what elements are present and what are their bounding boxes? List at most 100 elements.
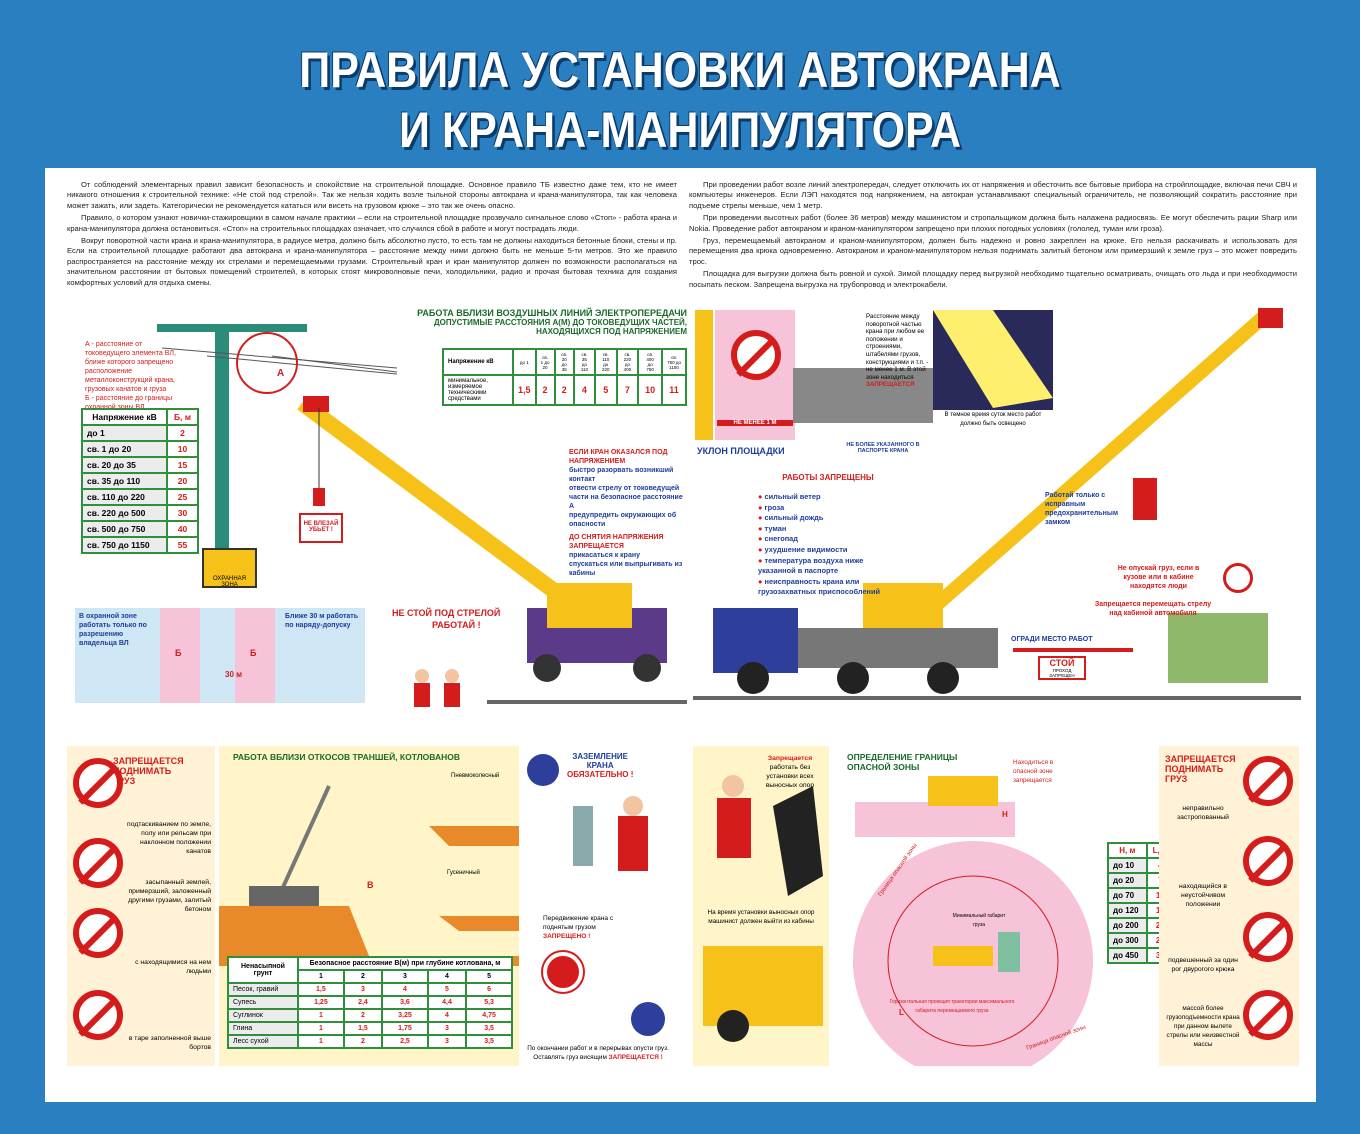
end-note: По окончании работ и в перерывах опусти … xyxy=(527,1044,669,1062)
supports-forbid: Запрещается xyxy=(767,755,813,762)
voltage-cell: св. 500 до 750 xyxy=(80,520,169,538)
lift-title-1: ЗАПРЕЩАЕТСЯ xyxy=(113,756,184,766)
powerline-header-1: РАБОТА ВБЛИЗИ ВОЗДУШНЫХ ЛИНИЙ ЭЛЕКТРОПЕР… xyxy=(417,308,687,318)
protect-left-note: В охранной зоне работать только по разре… xyxy=(79,613,147,647)
rotation-note: Расстояние между поворотной частью крана… xyxy=(866,313,936,389)
lift-title-3: ГРУЗ xyxy=(1165,774,1188,784)
voltage-cell: св. 35 до 110 xyxy=(80,472,169,490)
table-cell: 5,3 xyxy=(465,995,513,1010)
pneu-label: Пневмоколесный xyxy=(451,773,500,779)
voltage-cell: св. 20 до 35 xyxy=(80,456,169,474)
no-move-icon xyxy=(543,952,583,992)
powerline-section: А - расстояние от токоведущего элемента … xyxy=(67,308,689,728)
slopes-title: РАБОТА ВБЛИЗИ ОТКОСОВ ТРАНШЕЙ, КОТЛОВАНО… xyxy=(233,752,461,762)
table-cell: 5 xyxy=(593,374,618,406)
table-header: 4 xyxy=(426,969,468,984)
poster-board: От соблюдений элементарных правил зависи… xyxy=(45,168,1316,1102)
list-item: ● ухудшение видимости xyxy=(758,545,888,556)
bullet-icon: ● xyxy=(758,502,765,512)
intro-left: От соблюдений элементарных правил зависи… xyxy=(67,180,677,290)
crane-cabin xyxy=(863,583,943,628)
height-cell: до 200 xyxy=(1107,917,1148,934)
powerline-header-3: НАХОДЯЩИХСЯ ПОД НАПРЯЖЕНИЕМ xyxy=(536,327,687,336)
table-cell: 3 xyxy=(426,1021,468,1036)
crane-boom xyxy=(277,785,331,897)
worker-body xyxy=(414,683,430,707)
distance-cell: 15 xyxy=(166,456,199,474)
crane-boom xyxy=(297,396,582,615)
bullet-icon: ● xyxy=(758,555,765,565)
powerline-illustration xyxy=(157,324,687,707)
ground-rod xyxy=(573,806,593,866)
mark-a: А xyxy=(277,368,285,379)
voltage-cell: св. 220 до 500 xyxy=(80,504,169,522)
stop-text: СТОЙ xyxy=(1049,658,1075,668)
lift-title-3: ГРУЗ xyxy=(113,776,136,786)
lift-item: неправильно застропованный xyxy=(1177,805,1229,821)
distance-cell: 20 xyxy=(166,472,199,490)
arrow-down-icon xyxy=(1223,563,1253,593)
grounding-section: ЗАЗЕМЛЕНИЕ КРАНА ОБЯЗАТЕЛЬНО ! Передвиже… xyxy=(523,746,673,1066)
wheel xyxy=(717,1010,749,1042)
protection-zone-sign: ОХРАННАЯ ЗОНА xyxy=(202,548,257,588)
worker-body xyxy=(717,798,751,858)
if-title: ЕСЛИ КРАН ОКАЗАЛСЯ ПОД НАПРЯЖЕНИЕМ xyxy=(569,449,668,465)
outrigger xyxy=(773,786,823,896)
work-label: РАБОТАЙ ! xyxy=(432,620,481,630)
table-row: до 12015 xyxy=(1107,902,1176,919)
crane-hook xyxy=(1133,478,1157,520)
wall xyxy=(695,310,713,440)
lift-item: подтаскиванием по земле, полу или рельса… xyxy=(127,821,211,855)
trench-ground xyxy=(219,906,519,966)
height-cell: до 450 xyxy=(1107,947,1148,964)
forbid-overweight-icon xyxy=(1243,990,1293,1040)
table-cell: 6 xyxy=(465,982,513,997)
no-lower-note: Не опускай груз, если в кузове или в каб… xyxy=(1117,565,1200,590)
supports-note: Запрещается работать без установки всех … xyxy=(753,754,827,790)
voltage-cell: до 1 xyxy=(80,424,169,442)
worker-head xyxy=(722,775,744,797)
list-item-label: ухудшение видимости xyxy=(764,544,848,554)
supports-illustration xyxy=(703,775,823,1042)
powerline-header-2: ДОПУСТИМЫЕ РАССТОЯНИЯ А(м) ДО ТОКОВЕДУЩИ… xyxy=(433,318,687,327)
crane-cab xyxy=(703,946,823,1026)
top-row-label: минимальное, измеряемое техническими сре… xyxy=(442,374,514,406)
danger-zone-section: ОПРЕДЕЛЕНИЕ ГРАНИЦЫ ОПАСНОЙ ЗОНЫ Находит… xyxy=(833,746,1176,1066)
table-cell: 2 xyxy=(553,374,576,406)
move-note: Передвижение крана с поднятым грузом ЗАП… xyxy=(543,914,628,941)
rotation-forbid: ЗАПРЕЩАЕТСЯ xyxy=(866,381,915,389)
zone-illustration xyxy=(853,776,1093,1066)
worker-head xyxy=(623,796,643,816)
list-item-label: температура воздуха ниже указанной в пас… xyxy=(758,555,864,576)
list-item: ● туман xyxy=(758,524,888,535)
distance-cell: 2 xyxy=(166,424,199,442)
table-cell: 1,5 xyxy=(297,982,345,997)
table-cell: 1 xyxy=(297,1021,345,1036)
table-cell: 4 xyxy=(381,982,429,997)
label-a: А - расстояние от токоведущего элемента … xyxy=(85,341,176,393)
rotation-text: Расстояние между поворотной частью крана… xyxy=(866,313,929,381)
slopes-section: РАБОТА ВБЛИЗИ ОТКОСОВ ТРАНШЕЙ, КОТЛОВАНО… xyxy=(219,746,519,1066)
top-header-label: Напряжение кВ xyxy=(442,348,514,376)
forbid-people-icon xyxy=(73,908,123,958)
lift-title: ЗАПРЕЩАЕТСЯ ПОДНИМАТЬ ГРУЗ xyxy=(113,756,184,786)
soil-cell: Глина xyxy=(227,1021,299,1036)
list-item: ● сильный ветер xyxy=(758,492,888,503)
truck-chassis xyxy=(798,628,998,668)
table-cell: 3 xyxy=(426,1034,468,1049)
power-tower xyxy=(215,328,229,558)
power-wire xyxy=(161,347,398,369)
stop-sign: СТОЙ ПРОХОД ЗАПРЕЩЕН xyxy=(1038,656,1086,680)
grounding-title-3: ОБЯЗАТЕЛЬНО ! xyxy=(567,770,634,779)
bullet-icon: ● xyxy=(758,534,765,544)
table-cell: 1,25 xyxy=(297,995,345,1010)
lift-title: ЗАПРЕЩАЕТСЯ ПОДНИМАТЬ ГРУЗ xyxy=(1165,754,1236,784)
lift-item: с находящимися на нем людьми xyxy=(135,959,211,975)
table-cell: 1,75 xyxy=(381,1021,429,1036)
no-stand-label: НЕ СТОЙ ПОД СТРЕЛОЙ xyxy=(392,608,501,618)
grounding-title: ЗАЗЕМЛЕНИЕ КРАНА ОБЯЗАТЕЛЬНО ! xyxy=(567,752,633,779)
label-b: Б - расстояние до границы охранной зоны … xyxy=(85,395,173,411)
soil-cell: Песок, гравий xyxy=(227,982,299,997)
